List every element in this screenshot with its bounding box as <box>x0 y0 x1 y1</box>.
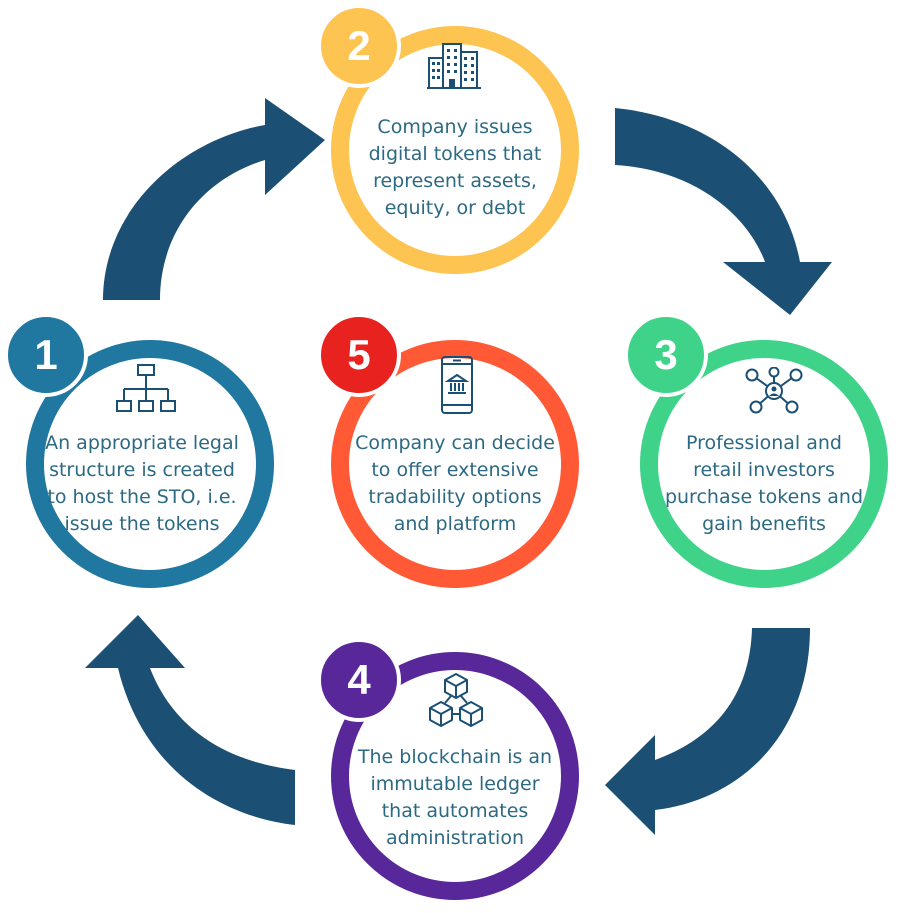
step-5-text: Company can decide to offer extensive tr… <box>355 432 555 535</box>
mobile-bank-icon <box>441 356 473 414</box>
step-1-text: An appropriate legal structure is create… <box>45 432 239 535</box>
arrow-step4-to-step1 <box>85 615 295 825</box>
step-2-badge: 2 <box>317 4 401 88</box>
step-5-badge: 5 <box>317 313 401 397</box>
step-2-text: Company issues digital tokens that repre… <box>368 116 542 219</box>
network-people-icon <box>745 367 803 414</box>
step-3-text: Professional and retail investors purcha… <box>664 432 864 535</box>
step-3-badge: 3 <box>624 313 708 397</box>
arrow-step1-to-step2 <box>103 98 325 300</box>
blockchain-cubes-icon <box>429 673 483 727</box>
step-4-text: The blockchain is an immutable ledger th… <box>357 746 553 849</box>
step-4-badge: 4 <box>317 638 401 722</box>
buildings-icon <box>427 43 481 89</box>
arrow-step3-to-step4 <box>605 628 810 835</box>
step-1-badge: 1 <box>4 313 88 397</box>
org-chart-icon <box>116 364 176 412</box>
arrow-step2-to-step3 <box>615 108 832 315</box>
